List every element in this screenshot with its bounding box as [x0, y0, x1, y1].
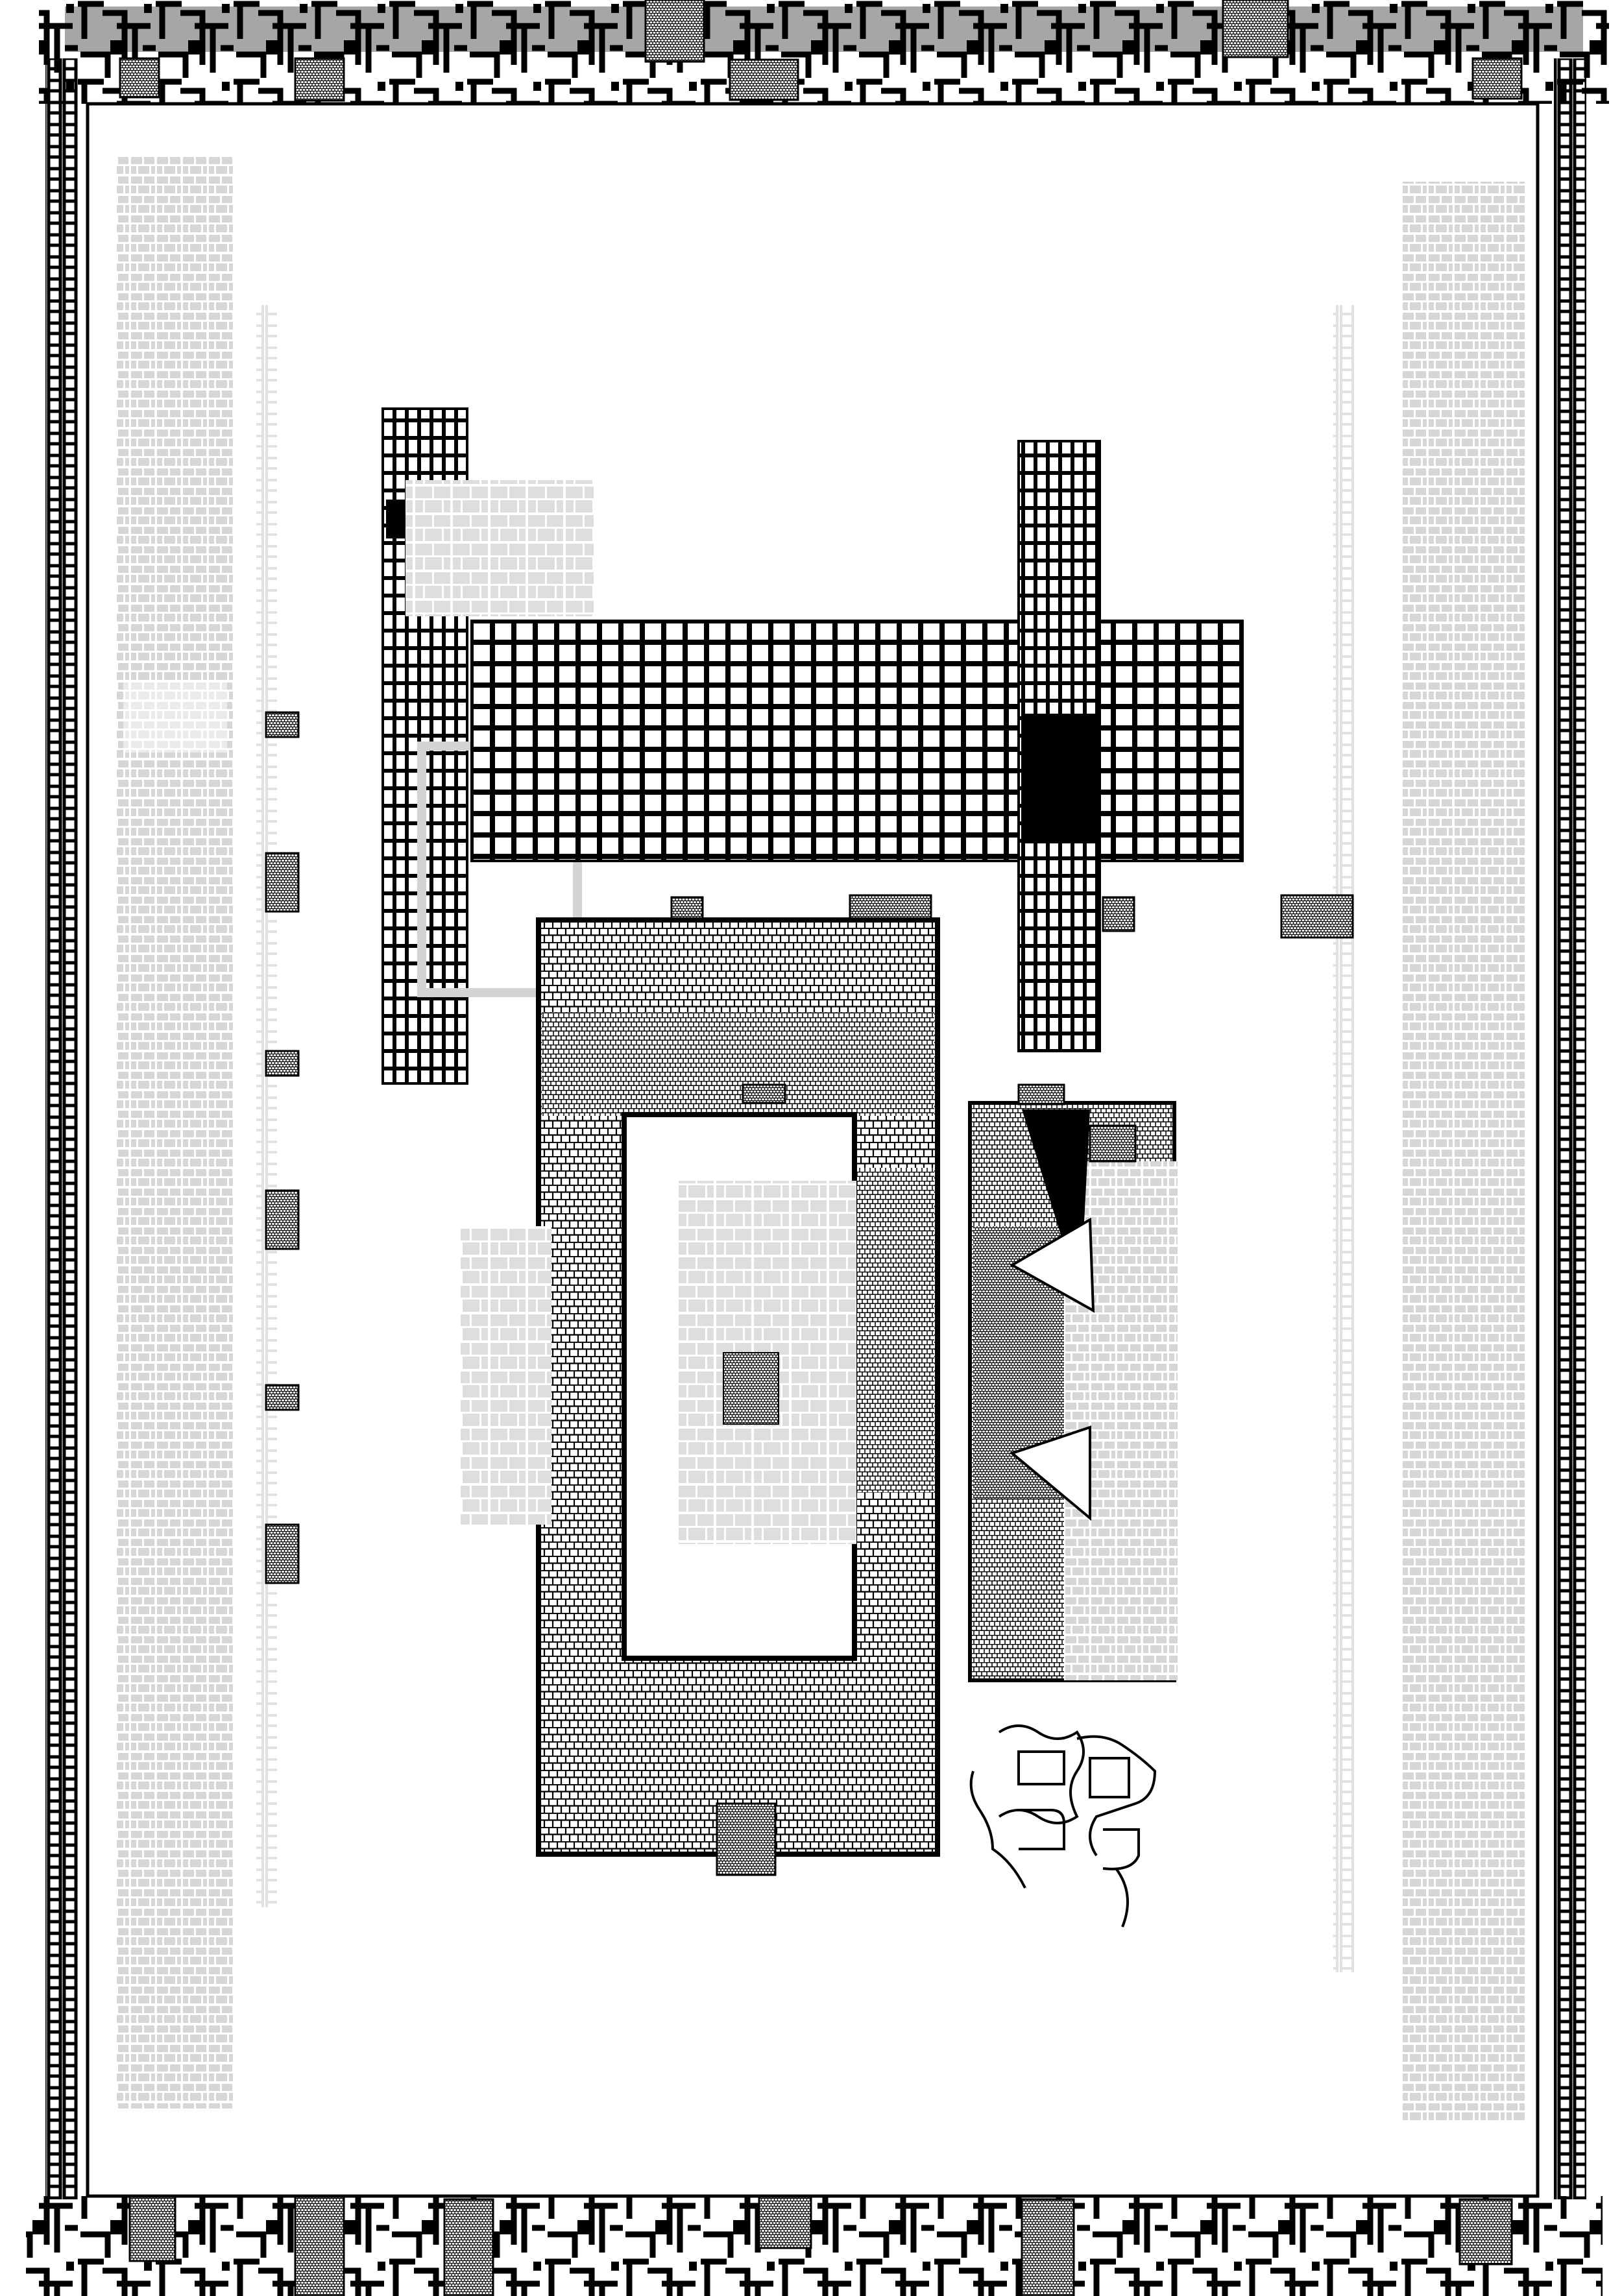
right-ladder-border	[1554, 58, 1586, 2199]
swatch-d	[1280, 894, 1354, 939]
swatch-c	[1102, 896, 1135, 932]
organic-line-pattern	[969, 1724, 1157, 1927]
left-gray-ladder	[256, 305, 277, 1907]
gray-block-left-of-frame	[461, 1226, 551, 1525]
right-gray-ladder	[1333, 305, 1354, 1972]
open-grid-band	[470, 620, 1244, 860]
bottom-border-band	[26, 2195, 1603, 2296]
right-gray-brick-column	[1401, 182, 1525, 2121]
central-stone-frame	[536, 917, 940, 1876]
left-ladder-border	[45, 58, 78, 2199]
left-swatch-column	[265, 711, 300, 1584]
gray-block-top-left	[406, 480, 594, 616]
right-texture-panel	[968, 1083, 1178, 1682]
top-border-band	[39, 0, 1609, 104]
frame-outline	[86, 102, 1540, 2198]
left-gray-brick-column	[117, 156, 234, 2109]
